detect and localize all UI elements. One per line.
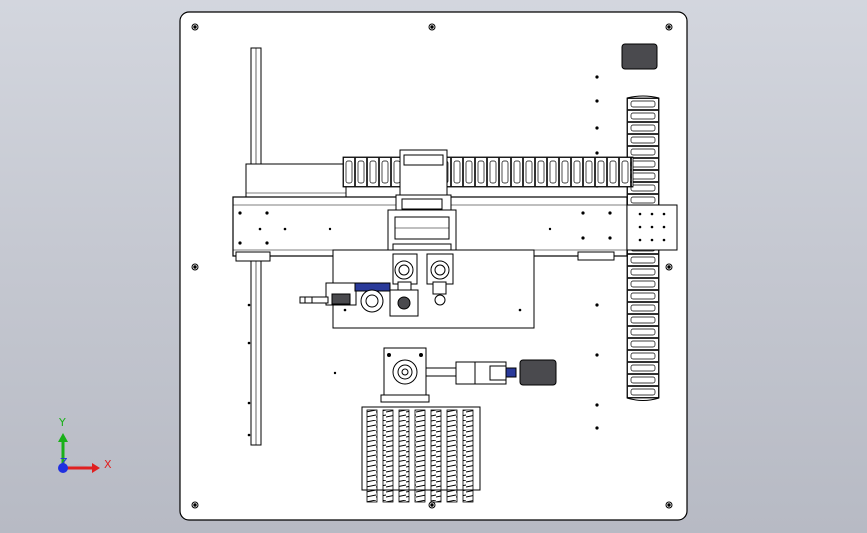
- sensor-block-top: [621, 43, 658, 70]
- cable-chain-x: [342, 156, 634, 188]
- x-axis-housing: [245, 163, 347, 198]
- z-axis-carriage: [387, 149, 457, 255]
- triad-x-label: X: [104, 458, 112, 471]
- triad-y-label: Y: [58, 416, 66, 429]
- coordinate-triad: [58, 433, 100, 473]
- camera-assembly: [299, 282, 419, 317]
- x-end-plate: [626, 204, 678, 251]
- triad-z-label: Z: [60, 456, 68, 469]
- pneumatic-cylinder: [425, 361, 517, 385]
- lead-screw-array: [361, 406, 481, 503]
- sensor-block-mid: [519, 359, 557, 386]
- nozzle-right: [426, 253, 454, 306]
- plate-mounting-holes: [191, 23, 673, 509]
- bearing-block: [380, 347, 430, 403]
